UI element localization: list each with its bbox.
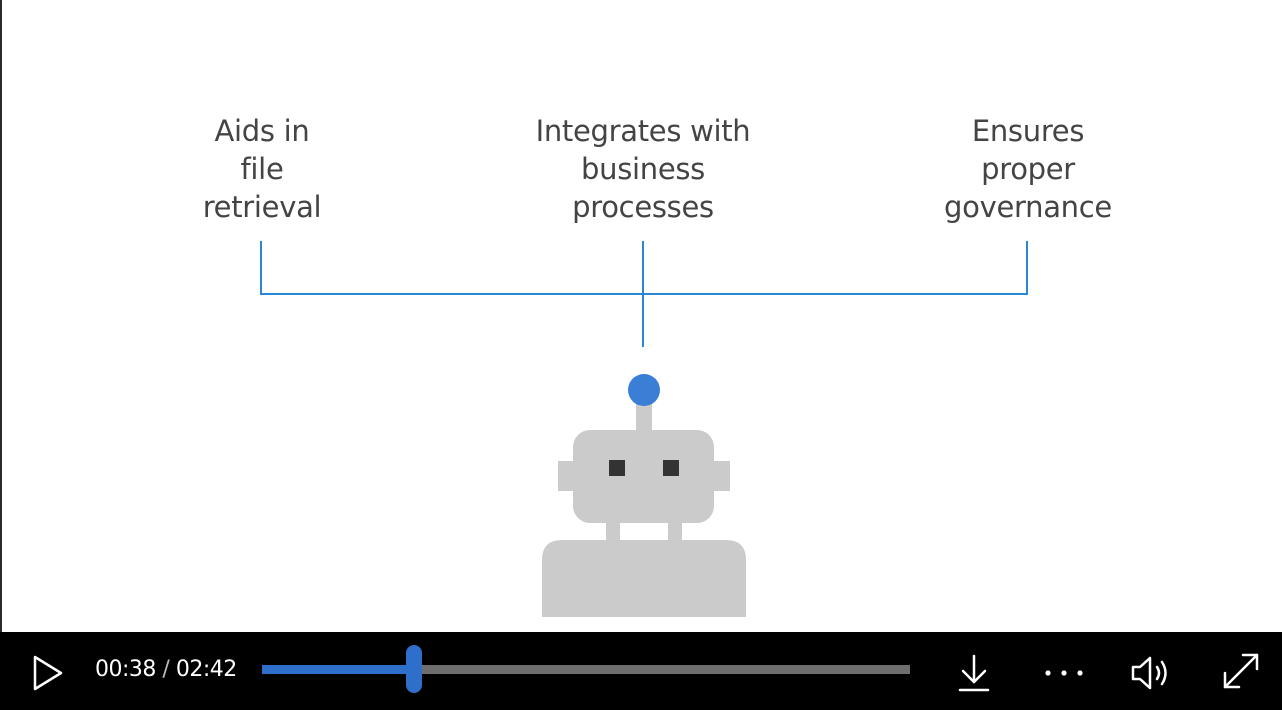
- robot-antenna-stem: [636, 403, 652, 433]
- more-options-button[interactable]: [1040, 658, 1088, 688]
- robot-neck-right: [668, 520, 682, 542]
- time-separator: /: [162, 657, 170, 682]
- volume-icon: [1131, 656, 1167, 690]
- more-options-icon: [1045, 670, 1083, 676]
- play-button[interactable]: [30, 654, 66, 692]
- video-controls-bar: 00:38 / 02:42: [0, 632, 1282, 710]
- robot-eye-right: [663, 460, 679, 476]
- robot-ear-left: [558, 461, 576, 491]
- robot-antenna-tip: [628, 374, 660, 406]
- current-time: 00:38: [95, 657, 156, 682]
- label-ensures-proper-governance: Ensures proper governance: [944, 114, 1112, 224]
- time-display: 00:38 / 02:42: [95, 656, 237, 684]
- robot-ear-right: [712, 461, 730, 491]
- seek-bar[interactable]: [262, 645, 910, 693]
- duration: 02:42: [175, 657, 237, 682]
- robot-neck-left: [606, 520, 620, 542]
- robot-head: [573, 430, 714, 523]
- fullscreen-icon: [1223, 653, 1259, 689]
- robot-body: [542, 540, 746, 617]
- volume-button[interactable]: [1128, 652, 1176, 694]
- download-button[interactable]: [955, 652, 993, 694]
- play-icon: [33, 655, 63, 691]
- video-frame[interactable]: Aids in file retrieval Integrates with b…: [0, 0, 1282, 632]
- connector-lines: [260, 241, 1028, 347]
- download-icon: [958, 654, 990, 692]
- robot-eye-left: [609, 460, 625, 476]
- seek-bar-thumb[interactable]: [406, 645, 423, 693]
- slide-illustration: [260, 241, 1028, 617]
- seek-bar-played: [262, 665, 415, 674]
- fullscreen-button[interactable]: [1220, 650, 1262, 692]
- robot-icon: [542, 374, 746, 617]
- label-aids-file-retrieval: Aids in file retrieval: [202, 114, 322, 224]
- label-integrates-business-processes: Integrates with business processes: [535, 114, 751, 224]
